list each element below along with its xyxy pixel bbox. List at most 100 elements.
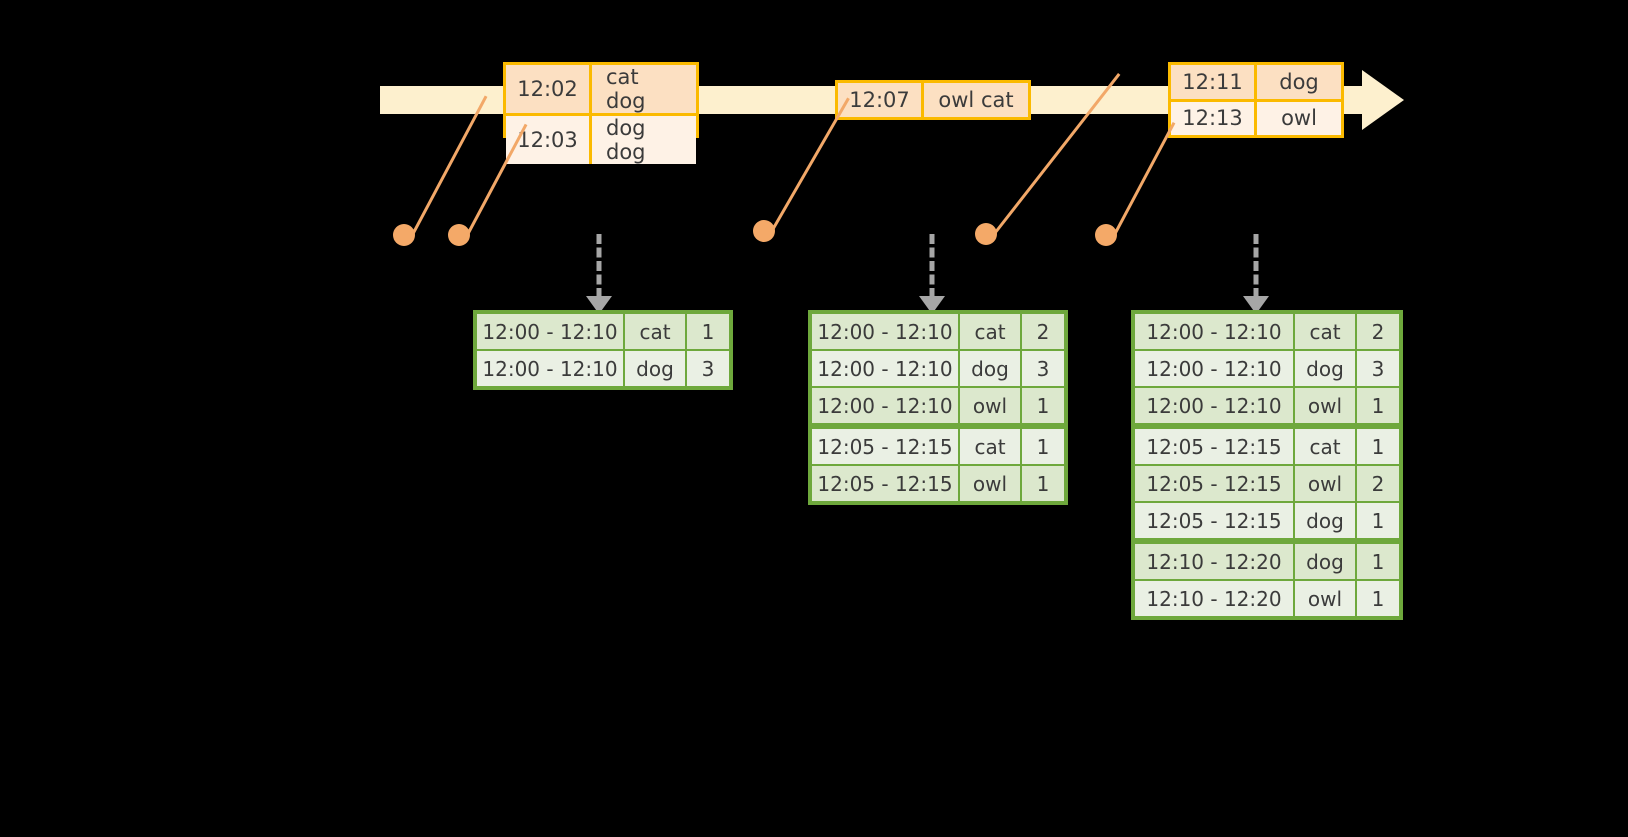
event-words: owl cat	[924, 83, 1028, 117]
table-cell-word: owl	[1294, 580, 1356, 617]
arrow-shaft	[929, 234, 935, 298]
event-words: cat dog	[592, 65, 696, 113]
timeline-arrowhead-icon	[1362, 70, 1404, 130]
arrow-head-icon	[919, 296, 945, 314]
arrow-head-icon	[586, 296, 612, 314]
table-cell-window: 12:00 - 12:10	[811, 387, 959, 424]
table-cell-window: 12:00 - 12:10	[476, 313, 624, 350]
table-cell-word: owl	[1294, 465, 1356, 502]
table-cell-count: 1	[1356, 502, 1400, 539]
flow-arrow-2	[919, 234, 945, 314]
timeline-bar-mid-1	[697, 86, 837, 114]
table-cell-count: 1	[1356, 428, 1400, 465]
event-group-3[interactable]: 12:11 dog 12:13 owl	[1168, 62, 1344, 138]
flow-arrow-3	[1243, 234, 1269, 314]
table-cell-word: cat	[624, 313, 686, 350]
table-cell-word: owl	[959, 465, 1021, 502]
event-row: 12:03 dog dog	[506, 113, 696, 164]
table-cell-word: cat	[959, 313, 1021, 350]
table-cell-count: 1	[1021, 465, 1065, 502]
timeline-bar-left	[380, 86, 505, 114]
table-cell-count: 2	[1356, 313, 1400, 350]
table-cell-count: 3	[686, 350, 730, 387]
table-cell-count: 1	[686, 313, 730, 350]
table-cell-count: 2	[1021, 313, 1065, 350]
table-cell-count: 1	[1021, 387, 1065, 424]
flow-arrow-1	[586, 234, 612, 314]
event-row: 12:07 owl cat	[838, 83, 1028, 117]
table-cell-word: dog	[624, 350, 686, 387]
table-cell-word: owl	[1294, 387, 1356, 424]
event-words: owl	[1257, 101, 1341, 135]
event-words: dog	[1257, 65, 1341, 99]
event-row: 12:13 owl	[1171, 98, 1341, 135]
event-time: 12:11	[1171, 65, 1257, 99]
event-words: dog dog	[592, 116, 696, 164]
connector-dot-2	[448, 224, 470, 246]
table-cell-word: dog	[959, 350, 1021, 387]
table-cell-window: 12:05 - 12:15	[1134, 428, 1294, 465]
table-cell-word: dog	[1294, 350, 1356, 387]
connector-dot-3	[753, 220, 775, 242]
event-row: 12:02 cat dog	[506, 65, 696, 113]
event-time: 12:07	[838, 83, 924, 117]
arrow-head-icon	[1243, 296, 1269, 314]
event-group-2[interactable]: 12:07 owl cat	[835, 80, 1031, 120]
table-cell-window: 12:00 - 12:10	[1134, 313, 1294, 350]
table-cell-count: 2	[1356, 465, 1400, 502]
event-group-1[interactable]: 12:02 cat dog 12:03 dog dog	[503, 62, 699, 164]
table-cell-window: 12:00 - 12:10	[811, 350, 959, 387]
table-cell-window: 12:05 - 12:15	[1134, 502, 1294, 539]
table-cell-window: 12:05 - 12:15	[811, 428, 959, 465]
table-cell-word: cat	[959, 428, 1021, 465]
table-cell-count: 1	[1021, 428, 1065, 465]
table-cell-window: 12:00 - 12:10	[1134, 387, 1294, 424]
event-row: 12:11 dog	[1171, 65, 1341, 99]
table-cell-window: 12:05 - 12:15	[811, 465, 959, 502]
table-cell-word: cat	[1294, 428, 1356, 465]
connector-line-3	[769, 97, 850, 234]
table-cell-count: 1	[1356, 387, 1400, 424]
table-cell-count: 3	[1021, 350, 1065, 387]
event-time: 12:03	[506, 116, 592, 164]
table-cell-window: 12:10 - 12:20	[1134, 580, 1294, 617]
table-cell-word: dog	[1294, 543, 1356, 580]
event-time: 12:13	[1171, 101, 1257, 135]
arrow-shaft	[596, 234, 602, 298]
connector-dot-5	[1095, 224, 1117, 246]
table-cell-window: 12:00 - 12:10	[811, 313, 959, 350]
event-time: 12:02	[506, 65, 592, 113]
table-cell-word: cat	[1294, 313, 1356, 350]
table-cell-count: 1	[1356, 580, 1400, 617]
table-cell-count: 3	[1356, 350, 1400, 387]
arrow-shaft	[1253, 234, 1259, 298]
table-cell-window: 12:00 - 12:10	[476, 350, 624, 387]
connector-line-5	[1111, 122, 1176, 239]
table-cell-window: 12:05 - 12:15	[1134, 465, 1294, 502]
connector-line-2	[464, 123, 528, 239]
table-cell-count: 1	[1356, 543, 1400, 580]
table-cell-word: owl	[959, 387, 1021, 424]
table-cell-window: 12:00 - 12:10	[1134, 350, 1294, 387]
table-cell-window: 12:10 - 12:20	[1134, 543, 1294, 580]
connector-dot-4	[975, 223, 997, 245]
